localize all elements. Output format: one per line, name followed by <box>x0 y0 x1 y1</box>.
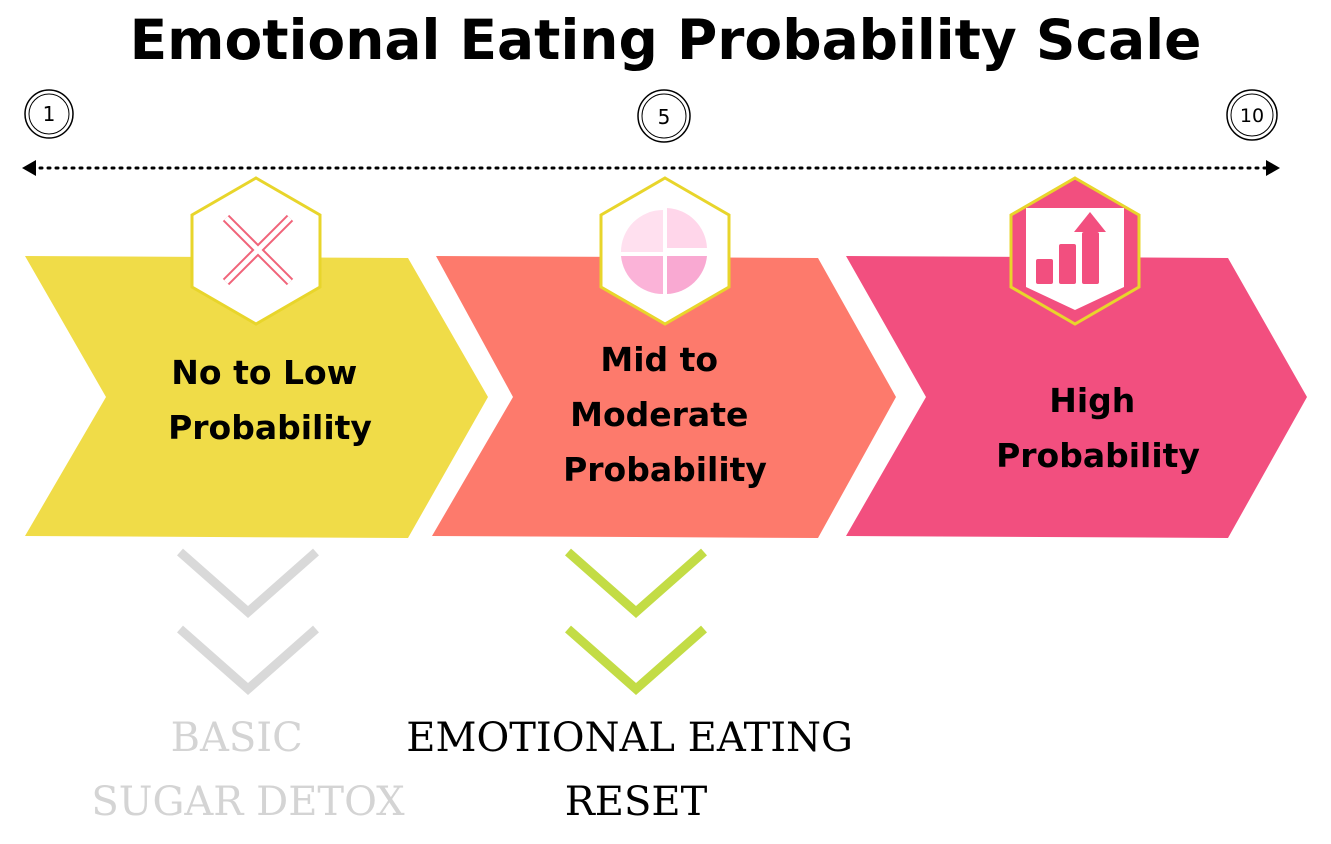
svg-text:No to Low Probability: No to Low Probability <box>168 353 372 447</box>
chevron-down-icon-reset <box>565 548 707 696</box>
program-label-line: RESET <box>565 779 708 825</box>
stage-high: High Probability <box>846 176 1307 538</box>
svg-text:Mid to Moderate: Mid to Moderate Probability <box>563 340 767 489</box>
chevron-high <box>846 256 1307 538</box>
scale-marker-label: 5 <box>658 105 671 129</box>
page-title: Emotional Eating Probability Scale <box>129 8 1202 72</box>
stage-label-line: Mid to <box>600 340 718 379</box>
scale-marker-5: 5 <box>637 89 691 143</box>
hexagon-badge <box>599 176 731 326</box>
probability-scale: 1 5 10 <box>22 89 1280 176</box>
stage-mid: Mid to Moderate Probability <box>432 176 896 538</box>
chevron-low <box>25 256 488 538</box>
stage-label-line: Moderate <box>570 395 748 434</box>
stage-label-line: Probability <box>996 436 1200 475</box>
program-emotional-eating-reset: EMOTIONAL EATING RESET <box>406 715 865 825</box>
svg-text:High Probability: High Probability <box>996 381 1200 475</box>
scale-right-arrow <box>1266 160 1280 176</box>
stage-label-line: High <box>1049 381 1135 420</box>
program-label-line: SUGAR DETOX <box>91 779 405 825</box>
scale-marker-10: 10 <box>1226 89 1278 141</box>
pie-chart-icon <box>621 208 707 295</box>
program-label-line: EMOTIONAL EATING <box>406 715 853 761</box>
scale-left-arrow <box>22 160 36 176</box>
scale-marker-label: 1 <box>43 102 56 126</box>
stage-label-line: Probability <box>563 450 767 489</box>
scale-marker-label: 10 <box>1240 105 1264 127</box>
cross-icon <box>222 214 294 286</box>
stage-label-line: Probability <box>168 408 372 447</box>
stage-low: No to Low Probability <box>25 176 488 538</box>
stage-label-line: No to Low <box>171 353 357 392</box>
chevron-mid <box>432 256 896 538</box>
scale-marker-1: 1 <box>24 89 74 139</box>
program-label-line: BASIC <box>171 715 303 761</box>
bar-chart-arrow-icon <box>1036 212 1106 284</box>
chevron-down-icon-basic <box>177 548 319 696</box>
program-basic-sugar-detox: BASIC SUGAR DETOX <box>91 715 405 825</box>
